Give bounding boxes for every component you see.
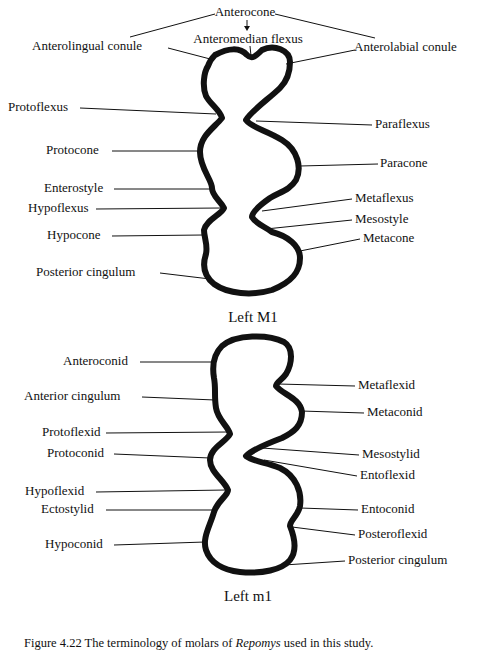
leader-line	[160, 273, 210, 279]
leader-line	[112, 235, 203, 236]
tooth-title: Left m1	[224, 588, 272, 604]
leader-line	[106, 432, 228, 433]
part-label: Metaflexid	[358, 377, 415, 393]
part-label: Hypoflexid	[25, 483, 84, 499]
part-label: Ectostylid	[41, 501, 94, 517]
leader-line	[114, 454, 210, 458]
part-label: Protocone	[46, 142, 99, 158]
leader-line	[250, 46, 251, 56]
part-label: Anterolingual conule	[32, 38, 142, 54]
part-label: Mesostyle	[355, 211, 408, 227]
leader-line	[106, 510, 215, 511]
part-label: Entoconid	[361, 501, 414, 517]
arrow-head	[244, 26, 250, 31]
part-label: Enterostyle	[44, 180, 103, 196]
leader-line	[262, 448, 359, 455]
part-label: Anterocone	[215, 4, 276, 20]
leader-line	[262, 199, 352, 211]
part-label: Hypoconid	[45, 536, 103, 552]
leader-line	[278, 384, 355, 386]
part-label: Mesostylid	[362, 446, 420, 462]
leader-line	[300, 164, 378, 166]
part-label: Metacone	[363, 230, 414, 246]
leader-line	[114, 189, 210, 190]
upper-molar-outline	[200, 48, 300, 294]
leader-line	[96, 208, 221, 209]
leader-line	[292, 527, 355, 535]
leader-line	[168, 48, 214, 60]
leader-line	[266, 220, 352, 229]
part-label: Metaconid	[367, 404, 423, 420]
part-label: Anterior cingulum	[24, 388, 120, 404]
part-label: Paracone	[380, 155, 428, 171]
part-label: Metaflexus	[355, 190, 413, 206]
part-label: Protoflexus	[8, 99, 68, 115]
figure-caption: Figure 4.22 The terminology of molars of…	[24, 635, 373, 651]
leader-line	[286, 50, 355, 64]
part-label: Protoflexid	[42, 424, 101, 440]
part-label: Paraflexus	[375, 116, 430, 132]
part-label: Anterolabial conule	[354, 39, 457, 55]
leader-line	[112, 151, 198, 152]
leader-line	[96, 490, 226, 492]
leader-line	[80, 108, 216, 114]
leader-line	[140, 362, 214, 363]
part-label: Anteroconid	[63, 353, 128, 369]
leader-line	[284, 561, 345, 565]
leader-line	[300, 508, 358, 510]
part-label: Hypoflexus	[28, 200, 89, 216]
leader-line	[301, 411, 364, 413]
part-label: Hypocone	[47, 227, 100, 243]
part-label: Anteromedian flexus	[193, 31, 302, 47]
leader-line	[256, 121, 372, 125]
part-label: Posterior cingulum	[348, 552, 447, 568]
leader-line	[300, 239, 360, 251]
tooth-title: Left M1	[228, 309, 278, 325]
part-label: Posteroflexid	[358, 526, 427, 542]
leader-line	[114, 542, 205, 545]
leader-line	[142, 397, 215, 400]
part-label: Entoflexid	[360, 467, 415, 483]
part-label: Posterior cingulum	[36, 264, 135, 280]
part-label: Protoconid	[47, 445, 104, 461]
lower-molar-outline	[205, 336, 302, 572]
leader-line	[264, 460, 357, 476]
